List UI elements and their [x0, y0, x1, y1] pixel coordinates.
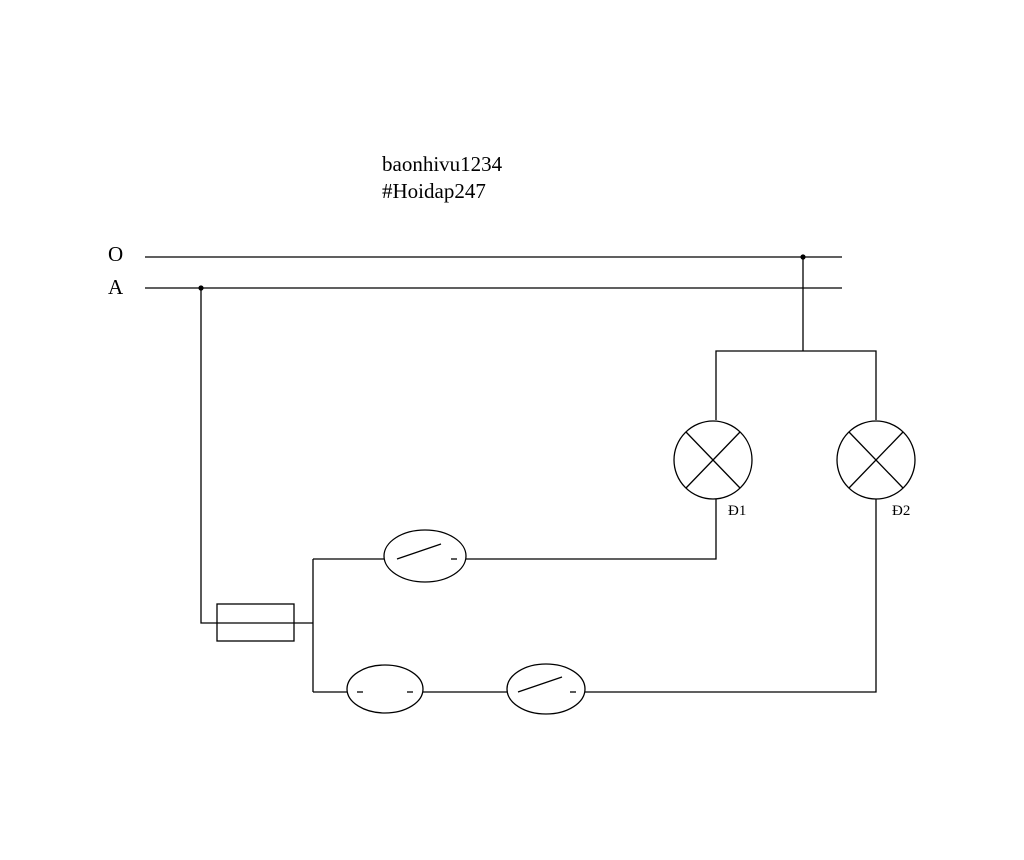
wire-lamp-top-bus	[715, 350, 877, 420]
lamp-d2-label: Đ2	[892, 503, 910, 519]
lamp-d2	[836, 420, 916, 500]
switch-upper-blade	[396, 543, 442, 560]
lamp-d1	[673, 420, 753, 500]
switch-lower-1	[346, 664, 424, 714]
switch-lower-1-body	[346, 664, 424, 714]
lamp-d1-cross-b	[685, 431, 741, 489]
switch-lower-2-blade	[517, 676, 563, 693]
fuse	[216, 603, 295, 642]
wire-phase-to-fuse	[200, 288, 217, 624]
switch-upper	[383, 529, 467, 583]
wire-lower-to-lamp2	[585, 499, 877, 693]
switch-upper-body	[383, 529, 467, 583]
lamp-d1-label: Đ1	[728, 503, 746, 519]
caption-line-2: #Hoidap247	[382, 179, 486, 203]
rail-label-a: A	[108, 275, 124, 299]
wire-upper-to-lamp1	[466, 499, 717, 560]
lamp-d2-cross-b	[848, 431, 904, 489]
rail-label-o: O	[108, 242, 123, 266]
switch-lower-2-body	[506, 663, 586, 715]
switch-lower-2	[506, 663, 586, 715]
caption-line-1: baonhivu1234	[382, 152, 503, 176]
